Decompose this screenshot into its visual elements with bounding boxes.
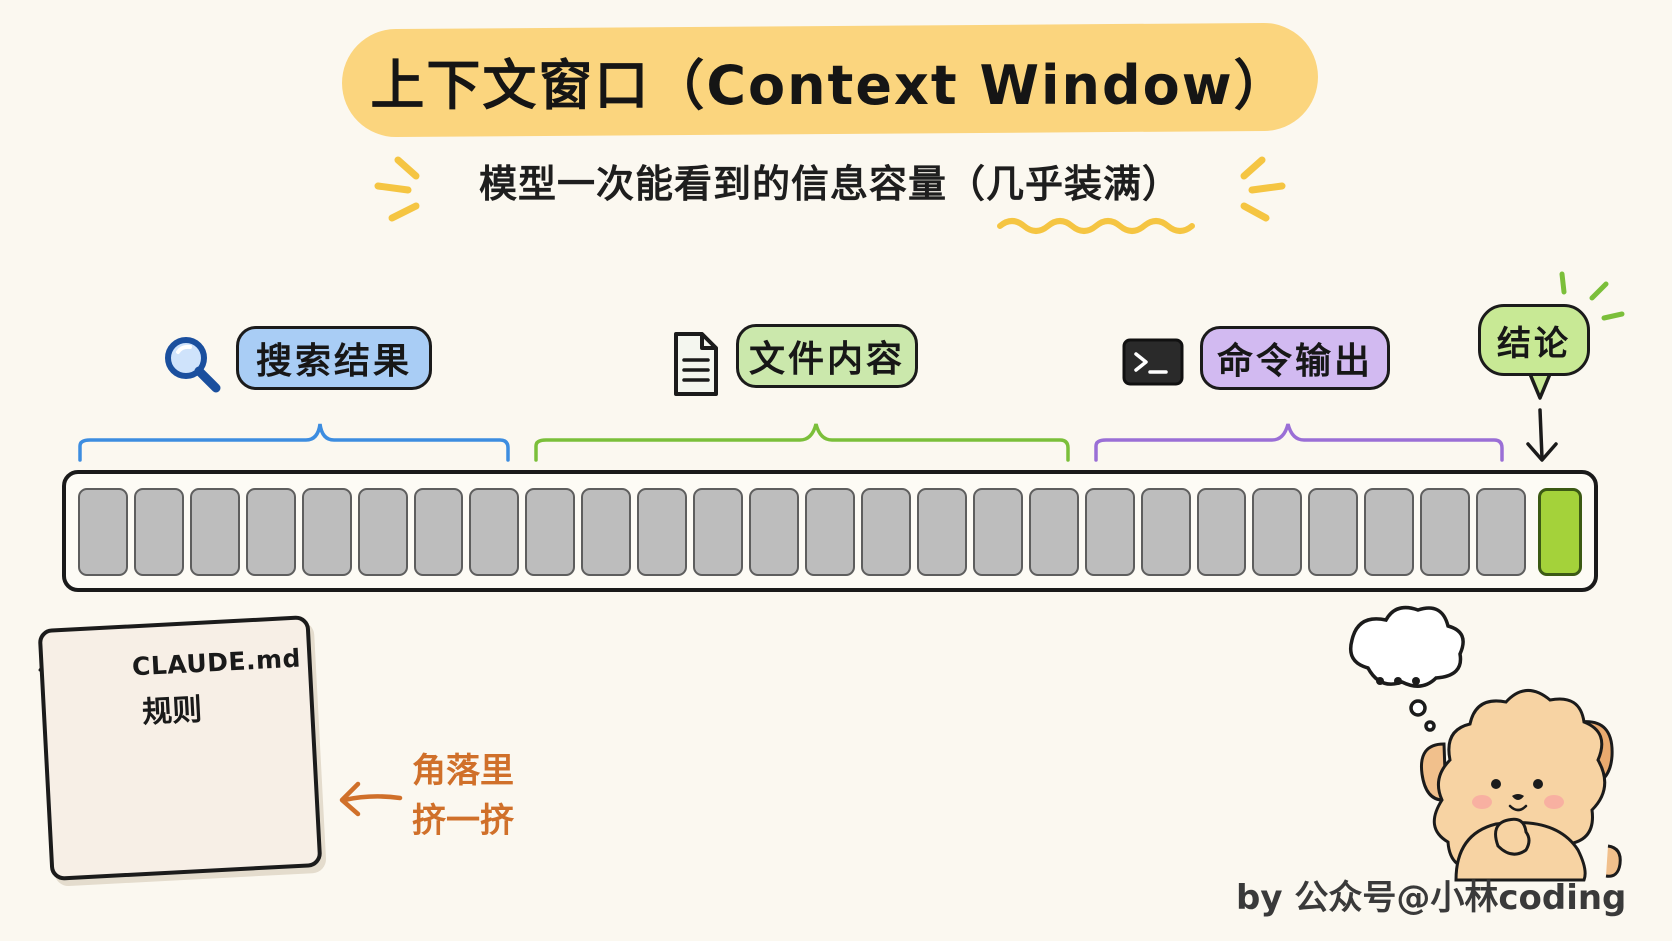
token-block <box>245 488 296 576</box>
label-file-content: 文件内容 <box>736 324 918 388</box>
label-search-results: 搜索结果 <box>236 326 432 390</box>
sparkle-right-icon <box>1240 156 1286 222</box>
thought-dots <box>1376 677 1420 685</box>
brace-file <box>534 423 1070 462</box>
token-block <box>581 488 632 576</box>
brace-command <box>1094 423 1504 462</box>
token-block <box>1252 488 1303 576</box>
card-subtitle: 规则 <box>141 692 204 731</box>
sparkle-left-icon <box>374 156 420 222</box>
token-block <box>1308 488 1359 576</box>
token-block <box>972 488 1023 576</box>
corner-note-line1: 角落里 <box>412 751 514 791</box>
bubble-tail <box>1528 373 1552 400</box>
token-block <box>1420 488 1471 576</box>
token-block <box>860 488 911 576</box>
token-block <box>1364 488 1415 576</box>
author-credit: by 公众号@小林coding <box>1236 878 1627 918</box>
token-block <box>357 488 408 576</box>
token-block <box>916 488 967 576</box>
document-icon <box>674 332 718 396</box>
token-block <box>1028 488 1079 576</box>
token-block <box>78 488 128 576</box>
down-arrow-icon <box>1526 408 1558 462</box>
corner-note-line2: 挤一挤 <box>412 801 514 841</box>
token-block-conclusion <box>1538 488 1582 576</box>
token-block <box>413 488 464 576</box>
token-block <box>1196 488 1247 576</box>
token-block <box>189 488 240 576</box>
label-command-output: 命令输出 <box>1200 326 1390 390</box>
token-block <box>637 488 688 576</box>
token-block <box>805 488 855 576</box>
token-block <box>133 488 184 576</box>
wavy-underline <box>997 218 1195 234</box>
page-title: 上下文窗口（Context Window） <box>370 53 1290 117</box>
left-arrow-icon <box>339 781 403 817</box>
page-subtitle: 模型一次能看到的信息容量（几乎装满） <box>478 161 1181 206</box>
token-block <box>525 488 576 576</box>
token-block <box>1140 488 1191 576</box>
token-block <box>749 488 800 576</box>
token-block <box>301 488 352 576</box>
token-block <box>1476 488 1527 576</box>
brace-search <box>78 423 510 462</box>
token-block <box>469 488 520 576</box>
corner-note: 角落里 挤一挤 <box>412 746 532 846</box>
dog-mascot-icon <box>1419 689 1622 882</box>
thought-bubble <box>1349 605 1465 732</box>
terminal-icon <box>1122 338 1184 386</box>
conclusion-sparkle-icon <box>1559 271 1625 321</box>
magnifier-icon <box>165 337 221 393</box>
label-conclusion: 结论 <box>1478 304 1590 376</box>
token-block <box>1084 488 1135 576</box>
token-block <box>693 488 744 576</box>
